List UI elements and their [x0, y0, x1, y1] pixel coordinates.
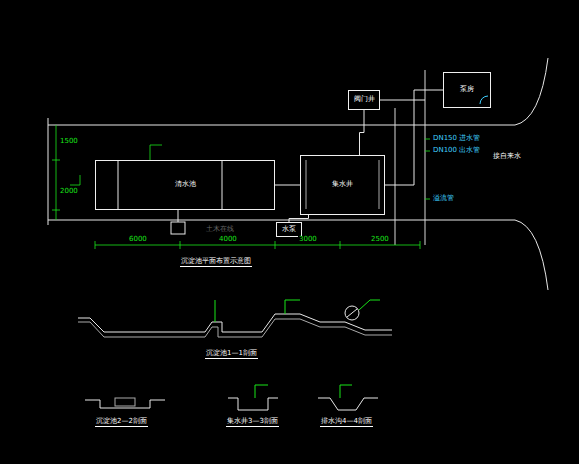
node-label: 清水池 — [173, 181, 198, 189]
valve-box — [171, 222, 185, 234]
dimension-text: 2000 — [59, 188, 79, 196]
inner-wall — [379, 160, 380, 209]
pipe-note: 接自来水 — [492, 153, 522, 161]
dimension-tick — [52, 210, 60, 211]
dimension-text: 6000 — [128, 236, 148, 244]
node-label: 水泵 — [280, 226, 298, 234]
dimension-line — [95, 245, 420, 246]
leader-line — [425, 199, 430, 200]
dimension-tick — [340, 241, 341, 249]
pipe-note: DN100 出水管 — [432, 147, 481, 155]
inner-wall — [306, 160, 307, 209]
sump-box: 集水井 — [300, 155, 385, 215]
dimension-tick — [52, 160, 60, 161]
leader-line — [359, 300, 380, 310]
pipe-connector — [360, 110, 365, 155]
dimension-tick — [420, 241, 421, 249]
door-arc — [480, 96, 488, 104]
leader-line — [70, 175, 80, 185]
node-label: 集水井 — [330, 181, 355, 189]
drawing-title: 沉淀池平面布置示意图 — [180, 258, 252, 267]
detail-callout — [345, 306, 359, 320]
pipe-note: 溢流管 — [432, 195, 455, 203]
section-profile — [228, 398, 278, 410]
pipe-line — [178, 210, 179, 222]
section-profile — [318, 398, 378, 410]
tank-box: 清水池 — [95, 160, 275, 210]
leader-line — [425, 139, 430, 140]
dimension-tick — [95, 241, 96, 249]
road-edge — [48, 220, 548, 290]
leader-line — [340, 385, 352, 398]
valve-well-box: 阀门井 — [348, 90, 380, 110]
leader-line — [425, 151, 430, 152]
divider — [222, 161, 223, 209]
dimension-text: 2500 — [370, 236, 390, 244]
section-profile — [78, 314, 392, 332]
dimension-tick — [180, 241, 181, 249]
pipe-connector — [275, 185, 300, 186]
pump-house-box: 泵房 — [443, 72, 491, 108]
pipe-line — [425, 70, 426, 245]
section-part — [115, 398, 135, 406]
dimension-tick — [275, 241, 276, 249]
pipe-line — [395, 108, 396, 245]
detail-callout — [347, 309, 357, 317]
pipe-connector — [289, 215, 309, 222]
pipe-line — [380, 100, 425, 101]
leader-line — [215, 300, 216, 322]
pump-box: 水泵 — [276, 222, 302, 237]
boundary-line — [48, 118, 49, 225]
section-profile — [85, 400, 165, 408]
leader-line — [255, 385, 268, 398]
dimension-text: 4000 — [218, 236, 238, 244]
node-label: 泵房 — [458, 86, 476, 94]
dimension-text: 1500 — [59, 138, 79, 146]
dimension-line — [56, 125, 57, 220]
pipe-note: DN150 进水管 — [432, 135, 481, 143]
section-title: 排水沟4—4剖面 — [320, 418, 373, 427]
section-profile — [78, 319, 392, 337]
leader-line — [150, 145, 162, 160]
leader-line — [285, 300, 300, 314]
section-title: 沉淀池2—2剖面 — [95, 418, 148, 427]
node-label: 阀门井 — [352, 96, 377, 104]
dimension-text: 3000 — [298, 236, 318, 244]
section-title: 集水井3—3剖面 — [226, 418, 279, 427]
road-edge — [48, 58, 548, 125]
divider — [118, 161, 119, 209]
watermark: 土木在线 — [205, 226, 235, 234]
section-title: 沉淀池1—1剖面 — [205, 350, 258, 359]
